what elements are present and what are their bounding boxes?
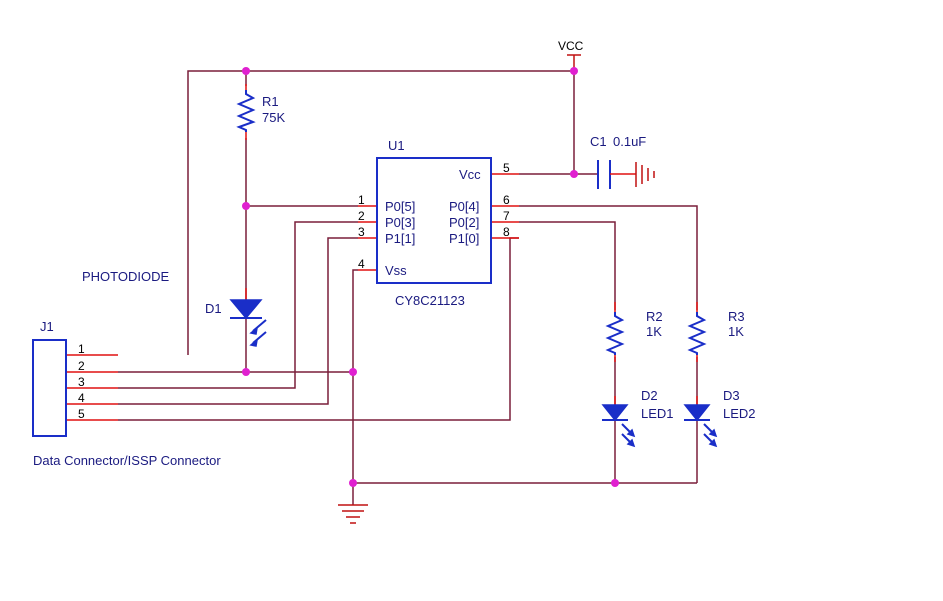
u1-pin6-num: 6 [503, 193, 510, 207]
u1-pin2-num: 2 [358, 209, 365, 223]
wire-j1-pin5 [118, 237, 519, 421]
junction-dot [570, 170, 578, 178]
j1-pin2-num: 2 [78, 359, 85, 373]
junction-dot [242, 202, 250, 210]
junction-dot [349, 479, 357, 487]
j1-pin4-num: 4 [78, 391, 85, 405]
connector-j1: J1 1 2 3 4 5 Data Connector/ISSP Connect… [32, 319, 221, 468]
vcc-symbol: VCC [558, 39, 584, 71]
u1-part: CY8C21123 [395, 293, 465, 308]
led-d3: D3 LED2 [683, 388, 756, 448]
resistor-r2: R2 1K [605, 309, 663, 355]
j1-pin3-num: 3 [78, 375, 85, 389]
r1-value: 75K [262, 110, 285, 125]
u1-pin7-name: P0[2] [449, 215, 479, 230]
u1-pin1-num: 1 [358, 193, 365, 207]
j1-pin1-num: 1 [78, 342, 85, 356]
u1-ref: U1 [388, 138, 405, 153]
wire-vcc-rail [187, 70, 574, 355]
c1-value: 0.1uF [613, 134, 646, 149]
wire-vss [352, 269, 358, 483]
u1-pin4-num: 4 [358, 257, 365, 271]
j1-pin5-num: 5 [78, 407, 85, 421]
diode-icon [229, 299, 263, 320]
junction-dot [570, 67, 578, 75]
wire-pin6-led2 [519, 205, 698, 310]
pin-stubs [66, 84, 698, 421]
u1-pin2-name: P0[3] [385, 215, 415, 230]
d2-ref: D2 [641, 388, 658, 403]
j1-description: Data Connector/ISSP Connector [33, 453, 221, 468]
led-icon [601, 404, 629, 422]
led-d2: D2 LED1 [601, 388, 674, 448]
junction-dot [611, 479, 619, 487]
d2-value: LED1 [641, 406, 674, 421]
photodiode-label: PHOTODIODE [82, 269, 169, 284]
led-icon [683, 404, 711, 422]
resistor-icon [605, 312, 625, 355]
r1-ref: R1 [262, 94, 279, 109]
ground-icon [338, 504, 368, 524]
r2-value: 1K [646, 324, 662, 339]
u1-pin4-name: Vss [385, 263, 407, 278]
r3-value: 1K [728, 324, 744, 339]
connector-body [32, 339, 67, 437]
d3-ref: D3 [723, 388, 740, 403]
photodiode-d1: D1 [205, 299, 267, 347]
resistor-icon [687, 312, 707, 355]
r2-ref: R2 [646, 309, 663, 324]
wires [118, 70, 698, 505]
junction-dot [349, 368, 357, 376]
u1-pin1-name: P0[5] [385, 199, 415, 214]
u1-pin8-num: 8 [503, 225, 510, 239]
u1-pin8-name: P1[0] [449, 231, 479, 246]
vcc-label: VCC [558, 39, 584, 53]
u1-pin5-name: Vcc [459, 167, 481, 182]
capacitor-c1: C1 0.1uF [590, 134, 646, 189]
wire-pin7-led1 [519, 221, 616, 310]
d1-ref: D1 [205, 301, 222, 316]
u1-pin3-num: 3 [358, 225, 365, 239]
r3-ref: R3 [728, 309, 745, 324]
wire-j1-pin3 [118, 221, 358, 389]
resistor-r1: R1 75K [236, 90, 285, 132]
u1-pin3-name: P1[1] [385, 231, 415, 246]
u1-pin5-num: 5 [503, 161, 510, 175]
c1-ref: C1 [590, 134, 607, 149]
resistor-icon [236, 90, 256, 132]
resistor-r3: R3 1K [687, 309, 745, 355]
u1-pin7-num: 7 [503, 209, 510, 223]
wire-j1-pin4 [118, 237, 358, 405]
ground-c1-icon [635, 162, 655, 187]
ic-u1: U1 CY8C21123 1 2 3 4 5 6 7 8 P0[5] P0[3]… [358, 138, 510, 308]
junction-dot [242, 368, 250, 376]
junctions [242, 67, 619, 487]
j1-ref: J1 [40, 319, 54, 334]
ic-body [376, 157, 492, 284]
junction-dot [242, 67, 250, 75]
d3-value: LED2 [723, 406, 756, 421]
u1-pin6-name: P0[4] [449, 199, 479, 214]
